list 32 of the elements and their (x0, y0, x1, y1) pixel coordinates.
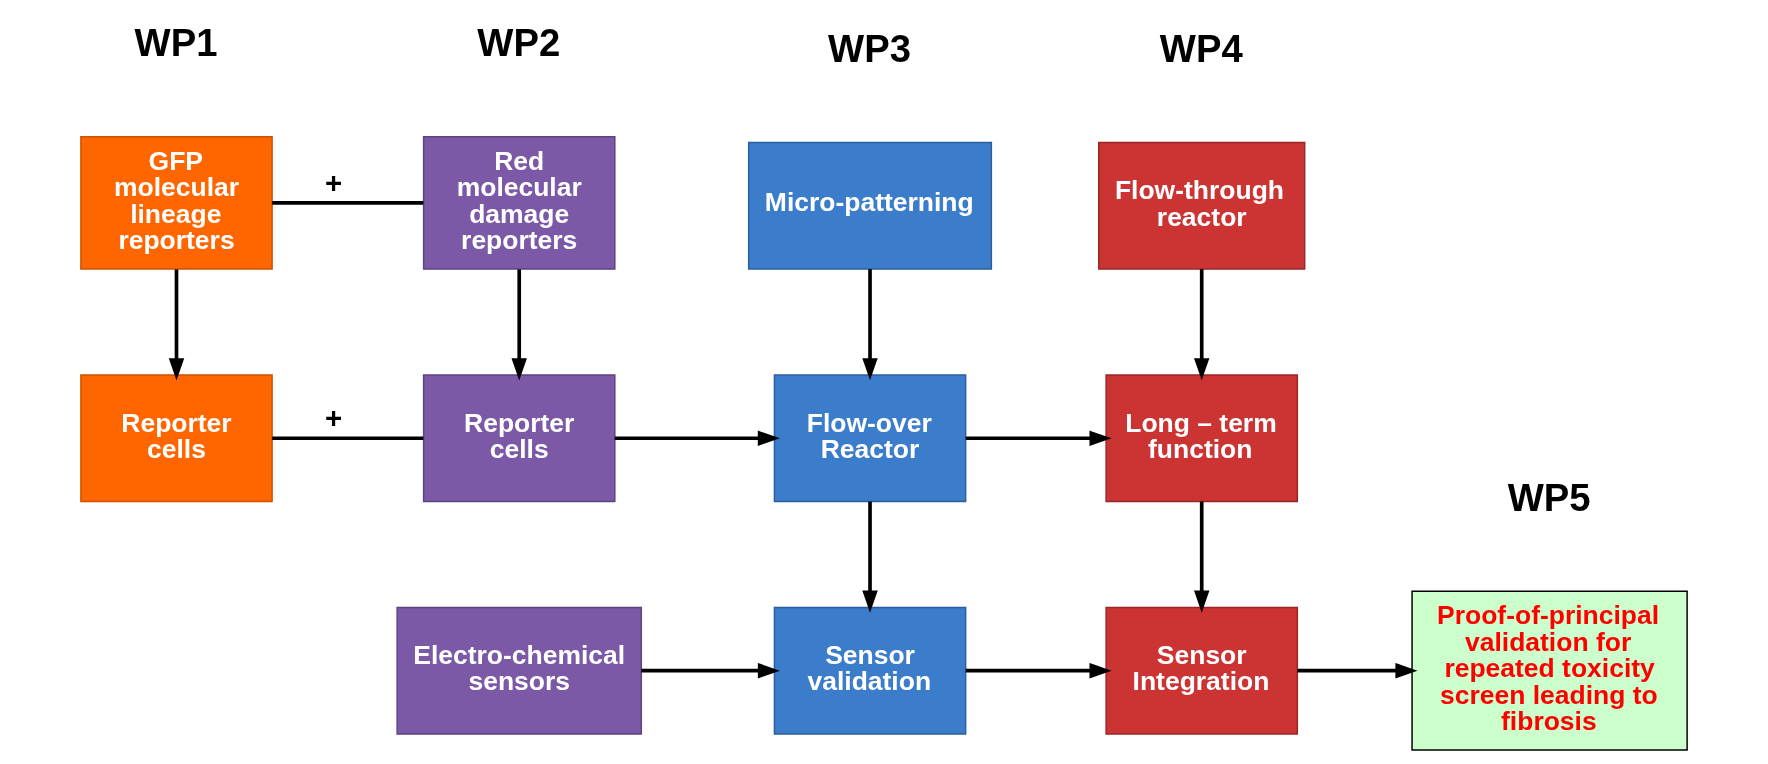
arrow (965, 430, 1112, 446)
edge-label: + (325, 165, 343, 199)
arrow (1297, 662, 1418, 679)
arrow (862, 501, 878, 613)
node-box: Sensor validation (773, 606, 967, 735)
label: WP1 (134, 21, 218, 65)
node-box: Proof-of-principal validation for repeated toxicity screen leading to fibrosis (1411, 590, 1688, 751)
connector (272, 201, 424, 205)
node-box: Electro-chemical sensors (396, 606, 643, 735)
label: WP4 (1159, 27, 1243, 71)
connector (272, 436, 424, 441)
arrow (1193, 269, 1210, 381)
arrow (1193, 501, 1210, 613)
label: WP3 (828, 27, 911, 71)
arrow (862, 269, 878, 381)
node-box: Flow-through reactor (1098, 141, 1306, 270)
arrow (641, 662, 780, 679)
node-box: Long – term function (1105, 374, 1299, 503)
label: WP2 (477, 21, 561, 65)
edge-label: + (325, 400, 343, 434)
node-box: Sensor Integration (1105, 606, 1299, 735)
node-box: Flow-over Reactor (773, 374, 967, 503)
arrow (965, 662, 1112, 679)
arrow (168, 269, 185, 381)
node-box: GFP molecular lineage reporters (80, 136, 273, 270)
node-box: Red molecular damage reporters (422, 136, 616, 270)
arrow (614, 430, 780, 446)
node-box: Reporter cells (422, 374, 616, 503)
arrow (511, 269, 527, 381)
node-box: Micro-patterning (747, 141, 993, 270)
label: WP5 (1507, 475, 1591, 519)
node-box: Reporter cells (80, 374, 273, 503)
